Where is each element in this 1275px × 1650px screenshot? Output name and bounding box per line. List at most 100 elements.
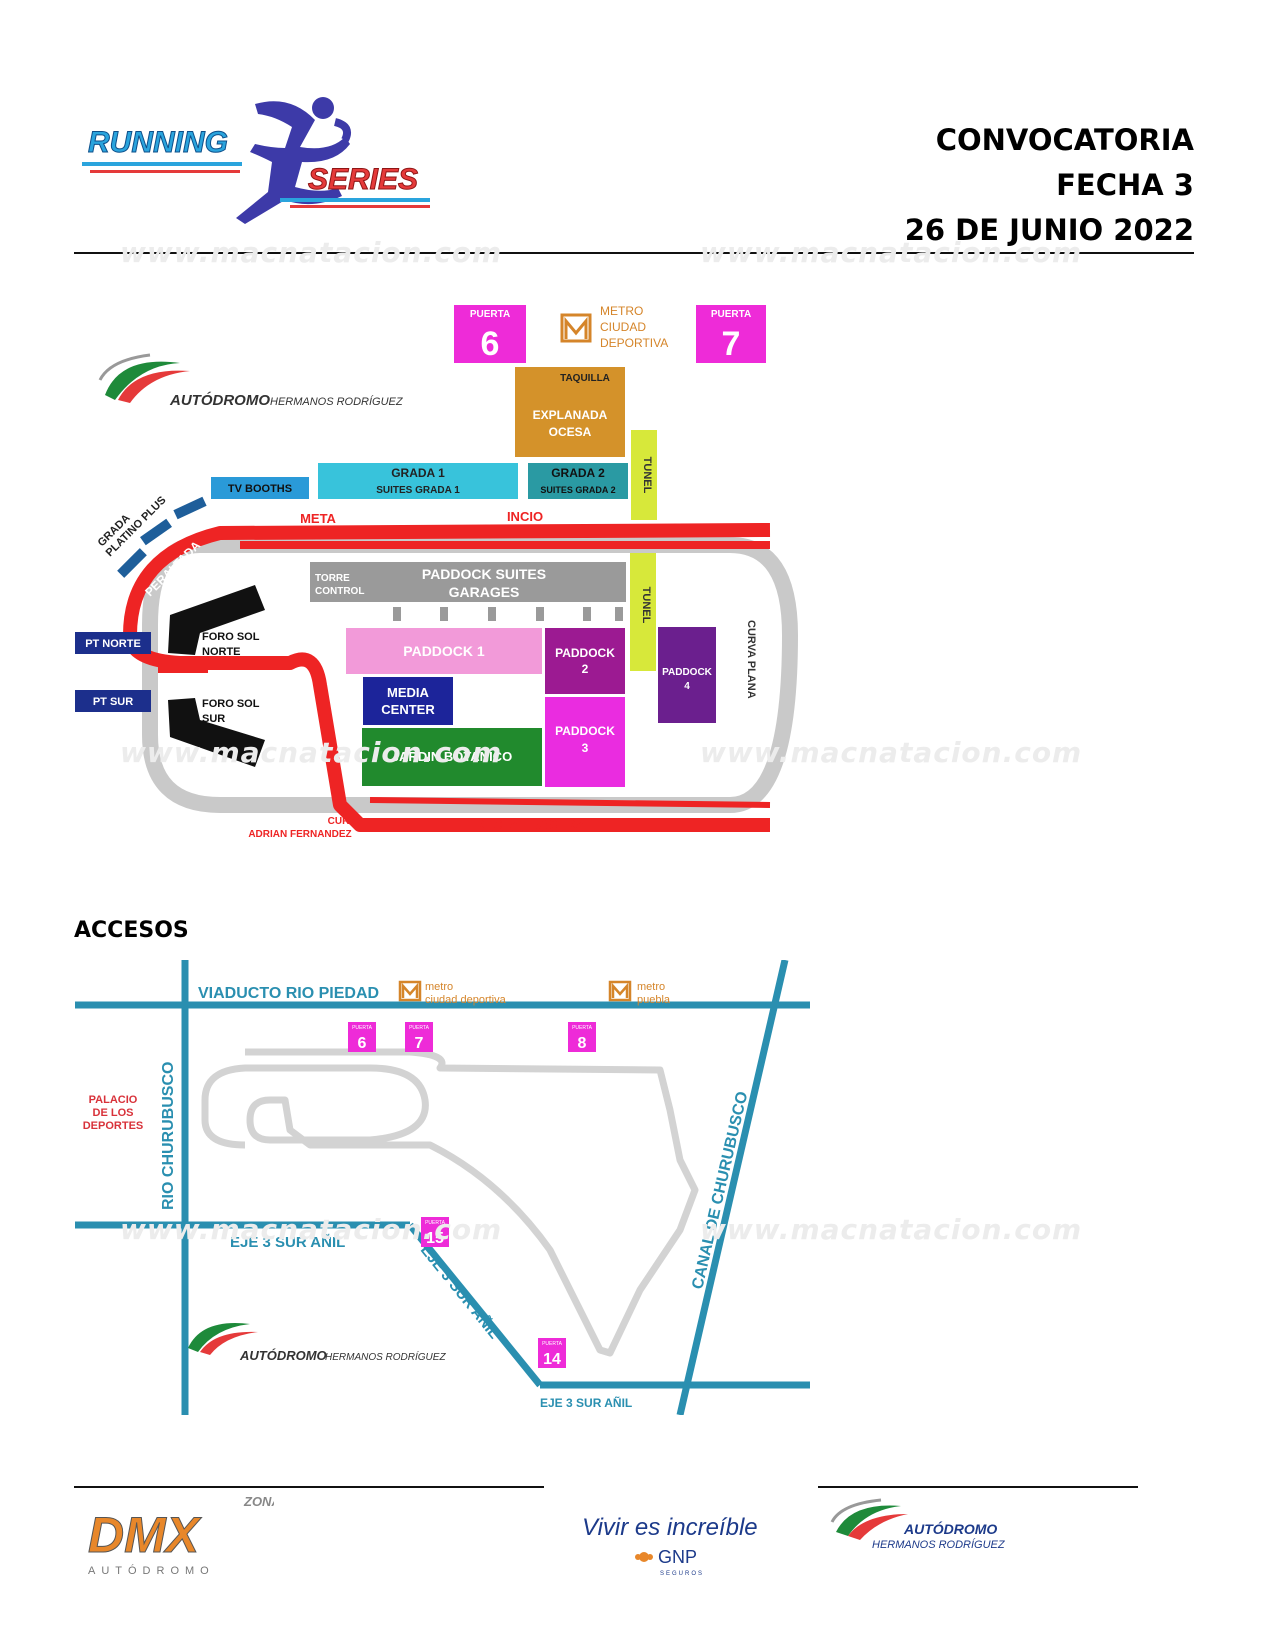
svg-text:TUNEL: TUNEL <box>640 587 652 624</box>
tunel-lower: TUNEL <box>630 553 656 671</box>
svg-text:SUITES GRADA 2: SUITES GRADA 2 <box>540 485 615 495</box>
watermark: www.macnatacion.com <box>700 1213 1083 1246</box>
svg-text:PALACIO: PALACIO <box>89 1094 138 1106</box>
svg-text:PT NORTE: PT NORTE <box>85 638 141 650</box>
street-viaducto: VIADUCTO RIO PIEDAD <box>198 985 379 1002</box>
footer-divider-right <box>818 1486 1138 1488</box>
header-fecha: FECHA 3 <box>1056 168 1194 202</box>
tunel-upper: TUNEL <box>631 430 657 520</box>
tv-booths: TV BOOTHS <box>211 477 309 499</box>
svg-text:puebla: puebla <box>637 994 671 1006</box>
svg-text:AUTÓDROMO: AUTÓDROMO <box>88 1564 215 1577</box>
gate-6: PUERTA 6 <box>454 305 526 363</box>
running-series-logo: RUNNING SERIES <box>80 92 440 232</box>
svg-text:EXPLANADA: EXPLANADA <box>533 408 608 422</box>
street-eje3-3: EJE 3 SUR AÑIL <box>540 1395 632 1410</box>
watermark: www.macnatacion.com <box>120 736 503 769</box>
svg-text:GRADA 2: GRADA 2 <box>551 466 605 480</box>
curva-adrian-label-2: ADRIAN FERNANDEZ <box>248 829 351 840</box>
circuit-outline <box>201 1048 699 1357</box>
svg-text:metro: metro <box>425 981 453 993</box>
svg-text:DEPORTIVA: DEPORTIVA <box>600 336 668 350</box>
logo-word-running: RUNNING <box>88 126 228 159</box>
streets <box>75 959 810 1416</box>
svg-text:PUERTA: PUERTA <box>470 309 510 320</box>
header-divider <box>74 252 1194 254</box>
autodromo-logo-footer: AUTÓDROMO HERMANOS RODRÍGUEZ <box>826 1490 1026 1560</box>
svg-text:JARDIN BOTANICO: JARDIN BOTANICO <box>392 749 512 764</box>
pt-norte: PT NORTE <box>75 632 151 654</box>
svg-text:PUERTA: PUERTA <box>352 1025 372 1031</box>
palacio-deportes: PALACIO DE LOS DEPORTES <box>83 1094 144 1132</box>
explanada-ocesa: TAQUILLA EXPLANADA OCESA <box>515 367 625 457</box>
svg-text:TUNEL: TUNEL <box>641 457 653 494</box>
svg-text:ciudad deportiva: ciudad deportiva <box>425 994 507 1006</box>
svg-text:14: 14 <box>543 1351 561 1368</box>
paddock-suites: TORRE CONTROL PADDOCK SUITES GARAGES <box>310 562 626 621</box>
svg-text:AUTÓDROMO: AUTÓDROMO <box>239 1348 327 1363</box>
footer-divider-left <box>74 1486 544 1488</box>
svg-text:PADDOCK SUITES: PADDOCK SUITES <box>422 566 546 582</box>
metro-ciudad-deportiva: METRO CIUDAD DEPORTIVA <box>560 304 668 350</box>
access-gate-6: PUERTA 6 <box>348 1022 376 1052</box>
svg-text:3: 3 <box>582 741 589 755</box>
svg-text:CIUDAD: CIUDAD <box>600 320 646 334</box>
paddock-2: PADDOCK 2 <box>545 628 625 694</box>
foro-sol: FORO SOL NORTE FORO SOL SUR <box>168 585 265 767</box>
metro-puebla-access: metro puebla <box>608 980 671 1006</box>
gate-7: PUERTA 7 <box>696 305 766 363</box>
access-gate-15: PUERTA 15 <box>421 1217 449 1247</box>
circuit-map: AUTÓDROMO HERMANOS RODRÍGUEZ PUERTA 6 PU… <box>70 304 810 880</box>
svg-text:PADDOCK: PADDOCK <box>662 667 713 678</box>
svg-text:7: 7 <box>415 1035 424 1052</box>
media-center: MEDIA CENTER <box>363 677 453 725</box>
curva-plana-label: CURVA PLANA <box>745 620 757 699</box>
grada-1: GRADA 1 SUITES GRADA 1 <box>318 463 518 499</box>
street-eje3-2: EJE 3 SUR AÑIL <box>417 1241 504 1342</box>
street-eje3-1: EJE 3 SUR AÑIL <box>230 1233 345 1251</box>
svg-text:GARAGES: GARAGES <box>449 584 520 600</box>
svg-text:PUERTA: PUERTA <box>711 309 751 320</box>
autodromo-name: AUTÓDROMO <box>169 391 270 409</box>
gnp-flower-icon <box>635 1552 653 1562</box>
svg-text:ZONA: ZONA <box>243 1494 274 1509</box>
svg-text:CENTER: CENTER <box>381 702 435 717</box>
street-rio-churubusco: RIO CHURUBUSCO <box>160 1062 177 1210</box>
svg-text:SUITES GRADA 1: SUITES GRADA 1 <box>376 485 460 496</box>
svg-text:TORRE: TORRE <box>315 573 350 584</box>
runner-icon <box>236 97 351 224</box>
svg-text:GNP: GNP <box>658 1547 697 1567</box>
grada-2: GRADA 2 SUITES GRADA 2 <box>528 463 628 499</box>
accesos-title: ACCESOS <box>74 918 189 943</box>
svg-text:HERMANOS RODRÍGUEZ: HERMANOS RODRÍGUEZ <box>872 1538 1006 1551</box>
svg-text:SUR: SUR <box>202 713 225 725</box>
svg-text:HERMANOS RODRÍGUEZ: HERMANOS RODRÍGUEZ <box>325 1350 446 1363</box>
svg-text:DMX: DMX <box>88 1507 202 1563</box>
svg-text:2: 2 <box>582 662 589 676</box>
svg-text:METRO: METRO <box>600 305 643 318</box>
svg-text:SEGUROS: SEGUROS <box>660 1571 704 1577</box>
svg-text:DE LOS: DE LOS <box>93 1107 134 1119</box>
svg-text:PUERTA: PUERTA <box>425 1220 445 1226</box>
watermark: www.macnatacion.com <box>120 236 503 269</box>
svg-text:DEPORTES: DEPORTES <box>83 1120 144 1132</box>
autodromo-sub: HERMANOS RODRÍGUEZ <box>270 395 404 408</box>
svg-text:OCESA: OCESA <box>549 425 592 439</box>
curva-adrian-label-1: CURVA <box>328 816 363 827</box>
svg-text:NORTE: NORTE <box>202 646 241 658</box>
svg-text:FORO SOL: FORO SOL <box>202 631 260 643</box>
svg-text:TAQUILLA: TAQUILLA <box>560 373 610 384</box>
access-gate-8: PUERTA 8 <box>568 1022 596 1052</box>
paddock-1: PADDOCK 1 <box>346 628 542 674</box>
access-gate-7: PUERTA 7 <box>405 1022 433 1052</box>
zona-dmx-logo: ZONA DMX AUTÓDROMO <box>84 1490 281 1580</box>
recta-trasera-label: RECTA TRASERA <box>475 817 585 832</box>
paddock-3: PADDOCK 3 <box>545 697 625 787</box>
pt-sur: PT SUR <box>75 690 151 712</box>
svg-text:Vivir es increíble: Vivir es increíble <box>582 1514 758 1541</box>
gnp-logo: Vivir es increíble GNP SEGUROS <box>580 1505 790 1585</box>
svg-text:PT SUR: PT SUR <box>93 696 133 708</box>
svg-text:15: 15 <box>426 1230 444 1247</box>
event-header: CONVOCATORIA FECHA 3 26 DE JUNIO 2022 <box>905 118 1194 253</box>
watermark: www.macnatacion.com <box>120 1213 503 1246</box>
